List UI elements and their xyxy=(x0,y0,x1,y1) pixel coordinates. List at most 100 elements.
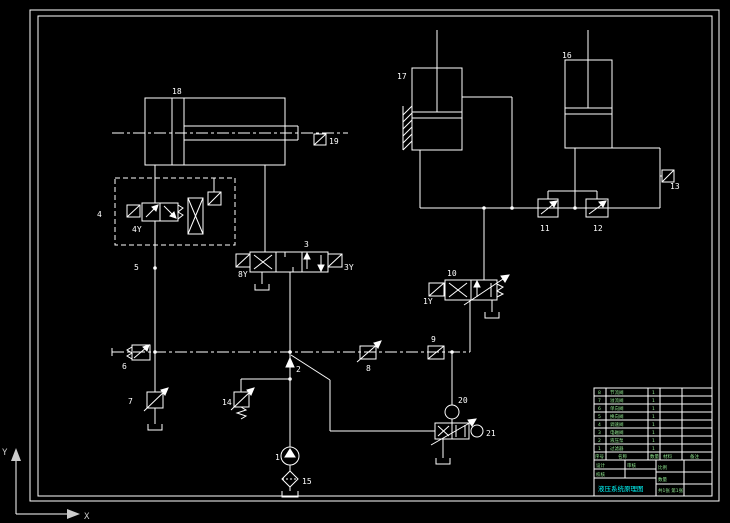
part-row-no: 8 xyxy=(598,390,601,396)
part-row-qty: 1 xyxy=(652,430,655,436)
field-sheet: 共1张 第1张 xyxy=(658,487,684,494)
part-row-no: 2 xyxy=(598,438,601,444)
field-audit: 审核 xyxy=(627,462,636,469)
label-4: 4 xyxy=(97,210,102,219)
label-8y: 8Y xyxy=(238,270,248,279)
part-row-qty: 1 xyxy=(652,422,655,428)
parts-header-qty: 数量 xyxy=(650,453,659,460)
drawing-frame xyxy=(29,9,720,502)
upper-manifold-line xyxy=(420,206,660,210)
hydraulic-cylinder-17 xyxy=(402,30,513,208)
label-5: 5 xyxy=(134,263,139,272)
valve-21 xyxy=(290,354,484,465)
label-1y: 1Y xyxy=(423,297,433,306)
part-row-name: 液压泵 xyxy=(610,437,624,444)
field-check: 校核 xyxy=(596,471,605,478)
label-3: 3 xyxy=(304,240,309,249)
part-row-qty: 1 xyxy=(652,406,655,412)
check-valve-12 xyxy=(585,198,609,218)
hydraulic-cylinder-16 xyxy=(564,30,661,208)
part-row-no: 4 xyxy=(598,422,601,428)
ucs-x-arrow xyxy=(67,509,80,519)
part-row-no: 3 xyxy=(598,430,601,436)
tank-symbol xyxy=(281,491,299,498)
part-row-qty: 1 xyxy=(652,390,655,396)
label-14: 14 xyxy=(222,398,232,407)
part-row-no: 6 xyxy=(598,406,601,412)
parts-header-material: 材料 xyxy=(663,453,672,460)
label-11: 11 xyxy=(540,224,550,233)
field-quantity: 数量 xyxy=(658,476,667,483)
branch-to-valve-21 xyxy=(444,352,460,423)
field-design: 设计 xyxy=(596,462,605,469)
parts-list: 序号 名称 数量 材料 备注 8 节流阀 1 7 溢流阀 1 6 单向阀 1 5… xyxy=(595,389,699,460)
motor-20-circle xyxy=(444,404,460,420)
valve-7 xyxy=(143,352,169,431)
part-row-name: 调速阀 xyxy=(610,421,624,428)
directional-valve-10 xyxy=(428,208,510,352)
ucs-y-arrow xyxy=(11,448,21,461)
valve-8 xyxy=(356,340,382,363)
filter-15 xyxy=(281,470,299,498)
label-17: 17 xyxy=(397,72,407,81)
part-row-name: 换向阀 xyxy=(610,413,624,420)
title-block-fields: 设计 审核 校核 比例 数量 共1张 第1张 液压系统原理图 xyxy=(596,462,684,494)
field-scale: 比例 xyxy=(658,464,667,471)
label-12: 12 xyxy=(593,224,603,233)
tank-symbol xyxy=(484,312,500,319)
part-row-name: 单向阀 xyxy=(610,405,624,412)
tank-symbol xyxy=(147,424,163,431)
parts-header-name: 名称 xyxy=(618,453,627,460)
solenoid-8y xyxy=(235,253,251,268)
valve-assembly-4 xyxy=(114,177,236,246)
ucs-y-label: Y xyxy=(2,448,8,458)
part-row-qty: 1 xyxy=(652,414,655,420)
label-1: 1 xyxy=(275,453,280,462)
part-row-no: 7 xyxy=(598,398,601,404)
valve-6 xyxy=(126,344,151,361)
label-7: 7 xyxy=(128,397,133,406)
label-2: 2 xyxy=(296,365,301,374)
valve-14 xyxy=(230,378,290,420)
part-row-name: 电磁阀 xyxy=(610,429,624,436)
main-line xyxy=(111,348,470,356)
label-8: 8 xyxy=(366,364,371,373)
label-19: 19 xyxy=(329,137,339,146)
check-valve-11 xyxy=(537,190,598,218)
ucs-x-label: X xyxy=(84,512,90,522)
label-16: 16 xyxy=(562,51,572,60)
label-4y: 4Y xyxy=(132,225,142,234)
part-row-no: 5 xyxy=(598,414,601,420)
tank-symbol xyxy=(435,458,451,465)
component-13 xyxy=(660,169,675,183)
solenoid-3y xyxy=(327,253,343,268)
valve-9 xyxy=(427,345,445,360)
label-20: 20 xyxy=(458,396,468,405)
part-row-qty: 1 xyxy=(652,398,655,404)
ucs-icon: X Y xyxy=(2,448,90,522)
parts-header-note: 备注 xyxy=(690,453,699,460)
directional-valve-3 xyxy=(235,251,343,291)
part-row-qty: 1 xyxy=(652,438,655,444)
label-21: 21 xyxy=(486,429,496,438)
branch-line-5 xyxy=(153,245,157,352)
pump-riser xyxy=(285,272,295,447)
label-6: 6 xyxy=(122,362,127,371)
part-row-name: 溢流阀 xyxy=(610,397,624,404)
label-3y: 3Y xyxy=(344,263,354,272)
label-13: 13 xyxy=(670,182,680,191)
tank-symbol xyxy=(254,284,270,291)
component-19 xyxy=(313,133,327,146)
label-9: 9 xyxy=(431,335,436,344)
part-row-name: 节流阀 xyxy=(610,389,624,396)
title-block xyxy=(593,387,713,497)
parts-header-no: 序号 xyxy=(595,453,604,460)
flow-arrow-2 xyxy=(285,356,295,368)
solenoid-1y xyxy=(428,282,445,297)
hydraulic-cylinder-18 xyxy=(112,97,348,252)
drawing-title: 液压系统原理图 xyxy=(598,484,644,493)
pump-1 xyxy=(280,446,300,471)
label-18: 18 xyxy=(172,87,182,96)
part-row-qty: 1 xyxy=(652,446,655,452)
